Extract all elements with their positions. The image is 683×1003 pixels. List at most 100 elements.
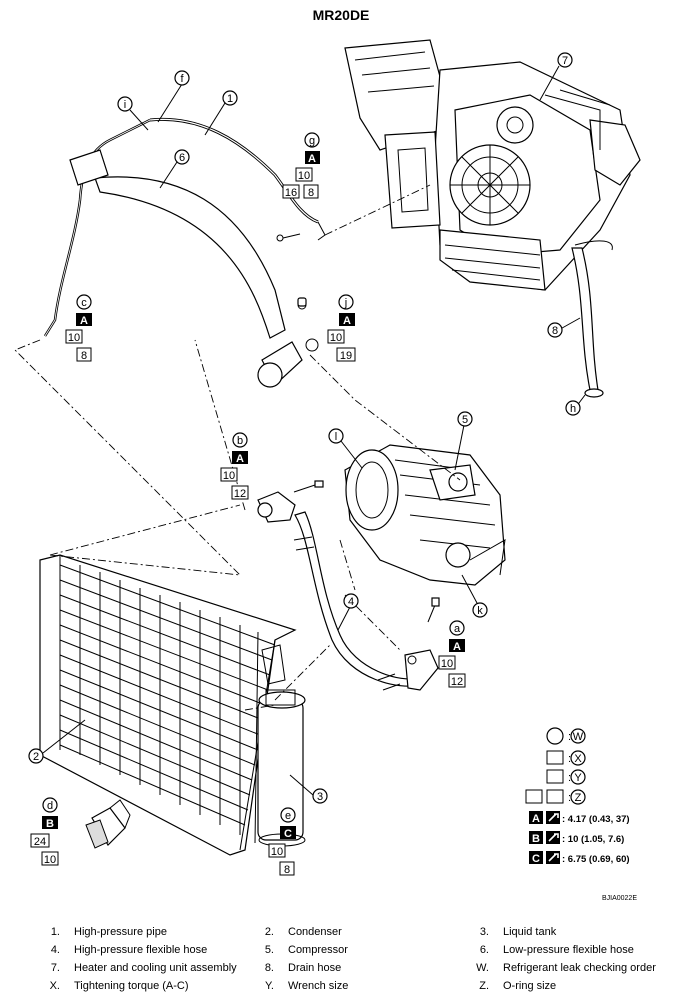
callout-k: k xyxy=(472,602,488,618)
callout-a: a xyxy=(449,620,465,636)
svg-text:8: 8 xyxy=(81,350,87,362)
legend-item: 5.Compressor xyxy=(252,944,348,956)
callout-f: f xyxy=(174,70,190,86)
svg-text::: : xyxy=(568,753,571,765)
svg-text:k: k xyxy=(477,605,483,617)
legend-number: 4. xyxy=(50,944,60,956)
legend-number: 7. xyxy=(50,962,60,974)
svg-text:19: 19 xyxy=(340,350,352,362)
figure-code: BJIA0022E xyxy=(602,895,637,902)
legend-item: 7. Heater and cooling unit assembly xyxy=(38,962,237,974)
svg-text::: : xyxy=(568,731,571,743)
legend-number: X. xyxy=(49,980,60,992)
drain-hose-end xyxy=(584,388,604,398)
svg-text:5: 5 xyxy=(462,414,468,426)
spec-d: B 24 10 xyxy=(30,816,59,866)
svg-text:10: 10 xyxy=(271,846,283,858)
callout-c: c xyxy=(76,294,92,310)
svg-text:i: i xyxy=(124,99,126,111)
legend-text: O-ring size xyxy=(503,980,557,992)
svg-text:Y: Y xyxy=(574,772,582,784)
svg-text:A: A xyxy=(343,315,351,327)
legend-item: W. Refrigerant leak checking order xyxy=(467,962,656,974)
svg-text:C: C xyxy=(532,853,540,865)
svg-text:A: A xyxy=(236,453,244,465)
svg-text:3: 3 xyxy=(317,791,323,803)
svg-text:8: 8 xyxy=(308,187,314,199)
part-callout-3: 3 xyxy=(312,788,328,804)
legend-item: 3.Liquid tank xyxy=(467,926,556,938)
svg-text:a: a xyxy=(454,623,461,635)
spec-g: A 10 16 8 xyxy=(282,151,320,199)
part-callout-1: 1 xyxy=(222,90,238,106)
svg-text::: : xyxy=(568,792,571,804)
refrigerant-pressure-sensor xyxy=(85,799,131,849)
legend-item: 2.Condenser xyxy=(252,926,342,938)
spec-e: C 10 8 xyxy=(268,826,296,876)
legend-number: W. xyxy=(476,962,489,974)
legend-item: Z.O-ring size xyxy=(467,980,556,992)
spec-j: A 10 19 xyxy=(327,313,356,362)
legend-item: 4. High-pressure flexible hose xyxy=(38,944,207,956)
svg-text:: 4.17 (0.43, 37): : 4.17 (0.43, 37) xyxy=(562,814,630,825)
legend-text: Drain hose xyxy=(288,962,342,974)
legend-text: Tightening torque (A-C) xyxy=(74,980,189,992)
svg-text:6: 6 xyxy=(179,152,185,164)
svg-text:: 6.75 (0.69, 60): : 6.75 (0.69, 60) xyxy=(562,854,630,865)
legend-text: Wrench size xyxy=(288,980,349,992)
torque-row-b: B : 10 (1.05, 7.6) xyxy=(529,831,624,845)
part-callout-6: 6 xyxy=(174,149,190,165)
part-callout-4: 4 xyxy=(343,593,359,609)
callout-h: h xyxy=(565,400,581,416)
svg-text:10: 10 xyxy=(298,170,310,182)
callout-g: g xyxy=(304,132,320,148)
legend-text: High-pressure flexible hose xyxy=(74,944,208,956)
svg-text:2: 2 xyxy=(33,751,39,763)
svg-text:l: l xyxy=(335,431,337,443)
legend-item: X. Tightening torque (A-C) xyxy=(38,980,189,992)
svg-text:7: 7 xyxy=(562,55,568,67)
svg-text:10: 10 xyxy=(223,470,235,482)
svg-text:d: d xyxy=(47,800,53,812)
leader-lines xyxy=(42,65,586,796)
drain-hose xyxy=(571,247,599,391)
svg-text::: : xyxy=(568,772,571,784)
compressor xyxy=(344,444,506,586)
svg-text:Z: Z xyxy=(575,792,582,804)
mounting-bolts xyxy=(293,297,440,623)
legend-number: 3. xyxy=(479,926,489,938)
callout-j: j xyxy=(338,294,354,310)
torque-row-c: C : 6.75 (0.69, 60) xyxy=(529,851,630,865)
svg-text:: 10 (1.05, 7.6): : 10 (1.05, 7.6) xyxy=(562,834,624,845)
legend-text: Compressor xyxy=(288,944,348,956)
part-callout-5: 5 xyxy=(457,411,473,427)
legend-number: 1. xyxy=(50,926,60,938)
liquid-tank xyxy=(257,644,306,847)
legend-text: Low-pressure flexible hose xyxy=(503,944,634,956)
svg-text:8: 8 xyxy=(552,325,558,337)
legend-text: Refrigerant leak checking order xyxy=(503,962,656,974)
callout-l: l xyxy=(328,428,344,444)
svg-text:A: A xyxy=(308,153,316,165)
condenser xyxy=(39,554,297,856)
svg-text:C: C xyxy=(284,828,292,840)
svg-text:b: b xyxy=(237,435,243,447)
legend-item: 8. Drain hose xyxy=(252,962,341,974)
svg-text:A: A xyxy=(453,641,461,653)
callout-i: i xyxy=(117,96,133,112)
svg-text:B: B xyxy=(532,833,540,845)
svg-text:12: 12 xyxy=(451,676,463,688)
legend-number: 8. xyxy=(264,962,274,974)
svg-text:A: A xyxy=(80,315,88,327)
part-callout-7: 7 xyxy=(557,52,573,68)
svg-text:10: 10 xyxy=(441,658,453,670)
callout-e: e xyxy=(280,807,296,823)
low-pressure-flexible-hose xyxy=(94,176,286,339)
spec-c: A 10 8 xyxy=(65,313,92,362)
svg-text:16: 16 xyxy=(285,187,297,199)
legend-number: Y. xyxy=(265,980,274,992)
legend-text: Heater and cooling unit assembly xyxy=(74,962,237,974)
svg-text:1: 1 xyxy=(227,93,233,105)
svg-text:c: c xyxy=(81,297,87,309)
heater-cooling-unit xyxy=(344,39,641,291)
